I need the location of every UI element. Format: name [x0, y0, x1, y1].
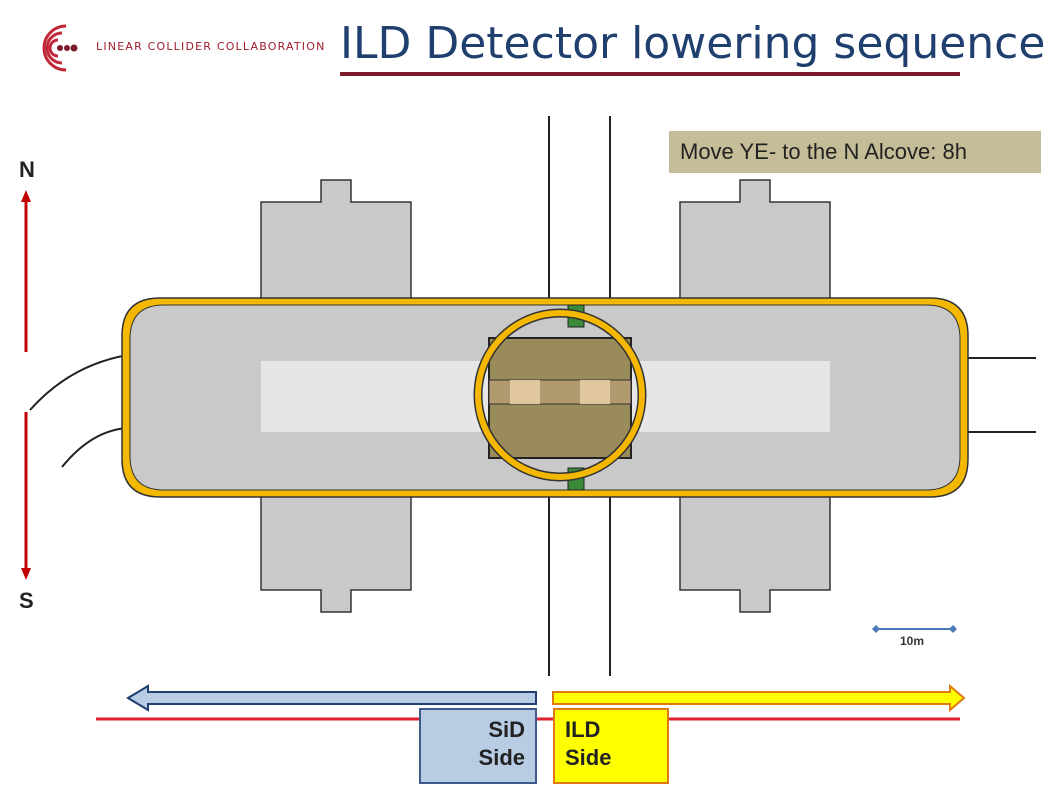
- alcoves: [260, 179, 831, 613]
- scale-bar: [872, 625, 957, 633]
- ild-side-label-line2: Side: [565, 745, 612, 770]
- ild-arrow: [552, 683, 966, 713]
- sid-side-label-line1: SiD: [488, 717, 525, 742]
- compass-south-label: S: [19, 588, 34, 613]
- ild-side-label-line1: ILD: [565, 717, 601, 742]
- access-tunnels: [29, 354, 1036, 468]
- sid-arrow: [126, 684, 537, 712]
- alcove-north-sid: [260, 179, 412, 301]
- ild-detector: [473, 304, 647, 491]
- page-title: ILD Detector lowering sequence: [340, 18, 1046, 69]
- alcove-south-sid: [260, 494, 412, 613]
- ild-side-label: ILD Side: [553, 708, 669, 784]
- step-label: Move YE- to the N Alcove: 8h: [669, 131, 1041, 173]
- logo-text: LINEAR COLLIDER COLLABORATION: [96, 40, 326, 53]
- sid-side-label: SiD Side: [419, 708, 537, 784]
- sid-side-label-line2: Side: [478, 745, 525, 770]
- shaft-lines: [548, 116, 611, 676]
- lcc-logo-icon: [42, 24, 78, 72]
- title-underline: [340, 72, 960, 76]
- compass-arrow: [21, 190, 31, 580]
- compass-north-label: N: [19, 157, 35, 182]
- scale-bar-label: 10m: [900, 634, 925, 648]
- alcove-north-ild: [679, 179, 831, 301]
- alcove-south-ild: [679, 494, 831, 613]
